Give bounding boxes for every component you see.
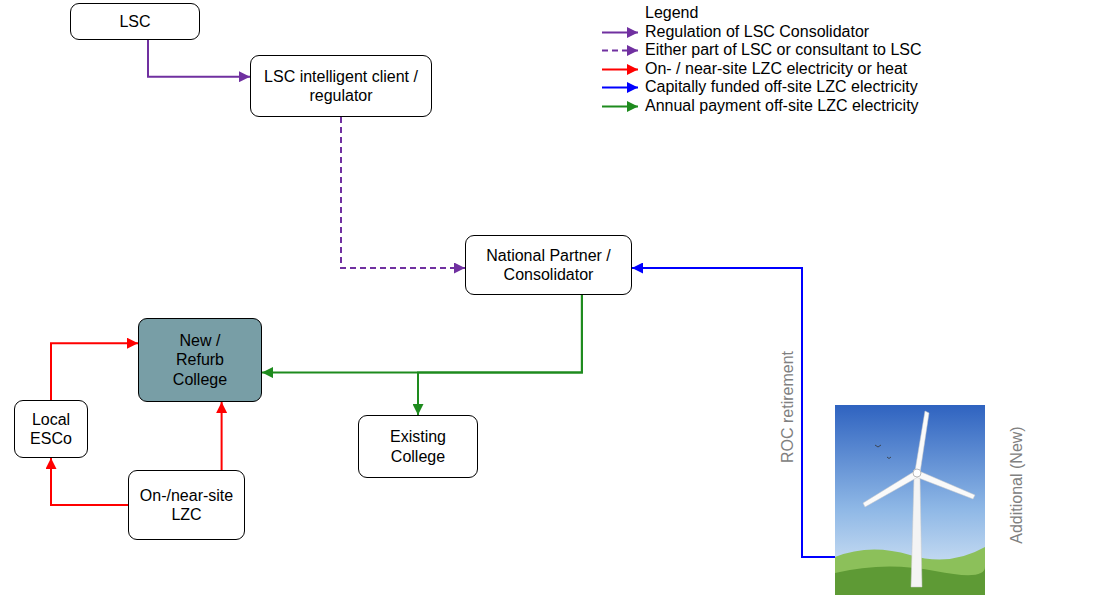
generation-box: On-/near-site LZC (128, 470, 245, 540)
bird (875, 445, 881, 447)
flow-arrow (418, 295, 582, 415)
legend-sample (600, 60, 640, 78)
legend-row: On- / near-site LZC electricity or heat (600, 60, 922, 79)
legend-arrow (602, 50, 638, 52)
legend-sample (600, 23, 640, 41)
turbine-hub (913, 469, 921, 477)
node-label: Local ESCo (21, 410, 81, 448)
esco-box: Local ESCo (14, 400, 88, 458)
legend-text: Annual payment off-site LZC electricity (645, 97, 919, 114)
college-box: New / Refurb College (138, 318, 262, 402)
legend-row: Either part of LSC or consultant to LSC (600, 41, 922, 60)
legend-row: Regulation of LSC Consolidator (600, 23, 922, 42)
flow-arrow (262, 295, 582, 373)
legend-row: Annual payment off-site LZC electricity (600, 97, 922, 116)
legend-text: Regulation of LSC Consolidator (645, 23, 869, 40)
consolidator-box: National Partner / Consolidator (465, 235, 632, 295)
node-label: On-/near-site LZC (135, 486, 238, 524)
caption-text: Additional (New) (1007, 405, 1027, 565)
legend-row: Capitally funded off-site LZC electricit… (600, 78, 922, 97)
hill (835, 547, 985, 595)
legend-text: On- / near-site LZC electricity or heat (645, 60, 907, 77)
legend-sample (600, 78, 640, 96)
authority-box: LSC (70, 3, 200, 40)
regulator-box: LSC intelligent client / regulator (250, 55, 432, 117)
flow-arrow (148, 40, 250, 77)
node-label: National Partner / Consolidator (472, 246, 625, 284)
node-label: LSC (119, 12, 150, 31)
legend-arrow (602, 31, 638, 33)
bird (887, 457, 891, 459)
turbine-blade (915, 411, 929, 473)
legend-arrow (602, 105, 638, 107)
node-label: New / Refurb College (164, 331, 236, 389)
flow-arrow (221, 402, 223, 470)
edge-label: ROC retirement (779, 349, 797, 465)
legend-arrow (602, 68, 638, 70)
node-label: LSC intelligent client / regulator (257, 67, 425, 105)
flow-arrow (51, 458, 128, 505)
legend-sample (600, 41, 640, 59)
flow-arrow (51, 343, 138, 400)
node-label: Existing College (365, 427, 471, 465)
legend-title: Legend (645, 4, 922, 23)
turbine-blade (863, 471, 918, 507)
sky (835, 405, 985, 595)
turbine-tower (911, 477, 922, 587)
legend-sample (600, 97, 640, 115)
legend-text: Capitally funded off-site LZC electricit… (645, 78, 918, 95)
turbine-blade (916, 471, 975, 499)
legend-text: Either part of LSC or consultant to LSC (645, 41, 922, 58)
flow-arrow (632, 268, 835, 557)
legend: LegendRegulation of LSC ConsolidatorEith… (600, 4, 922, 115)
wind-turbine: Additional (New) (835, 405, 1035, 595)
flow-arrow (341, 117, 465, 268)
wind-turbine-picture (835, 405, 985, 595)
hill (835, 566, 985, 595)
legend-arrow (602, 87, 638, 89)
college-box: Existing College (358, 415, 478, 478)
